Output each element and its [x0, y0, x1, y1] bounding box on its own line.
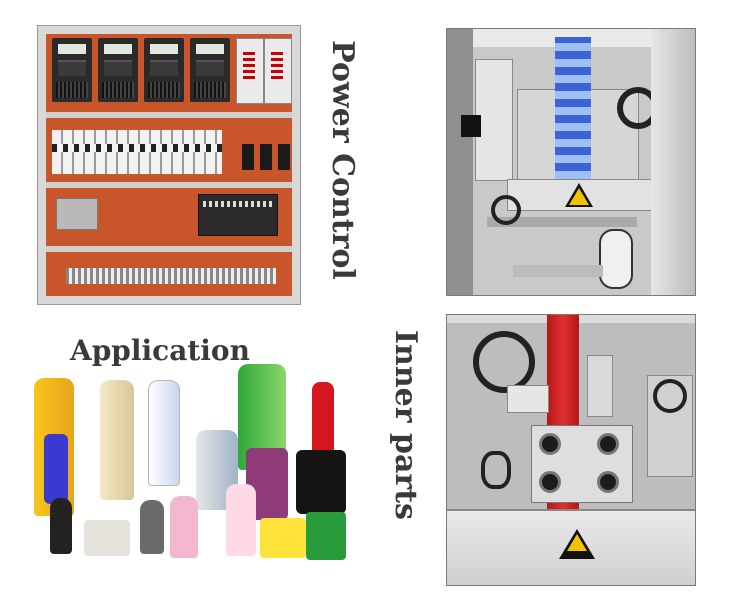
- tin-can: [84, 520, 130, 556]
- servo-driver-1: [236, 38, 264, 104]
- inverter-2: [98, 38, 138, 102]
- mounting-board: [46, 34, 292, 296]
- din-rail: [46, 182, 292, 188]
- black-cup: [296, 450, 346, 514]
- inverter-4: [190, 38, 230, 102]
- black-bottle: [50, 498, 72, 554]
- relay: [242, 144, 254, 170]
- machine-photo-top: [446, 28, 696, 296]
- breaker-row: [52, 130, 222, 174]
- plc-unit: [198, 194, 278, 236]
- inner-parts-photo: [446, 314, 696, 586]
- roller: [597, 433, 619, 455]
- bottle-graphic: [44, 434, 68, 504]
- servo-driver-2: [264, 38, 292, 104]
- din-rail: [46, 246, 292, 252]
- din-rail: [46, 112, 292, 118]
- roller: [539, 471, 561, 493]
- relay: [278, 144, 290, 170]
- baby-bottle: [226, 484, 256, 556]
- roller: [597, 471, 619, 493]
- warning-sign-icon: [565, 183, 593, 207]
- inner-parts-label: Inner parts: [388, 330, 423, 520]
- application-label: Application: [70, 334, 250, 367]
- electric-hazard-icon: [559, 529, 595, 559]
- green-cup: [306, 512, 346, 560]
- inverter-1: [52, 38, 92, 102]
- small-bottle: [140, 500, 164, 554]
- power-control-label: Power Control: [325, 40, 360, 280]
- yellow-cup: [260, 518, 306, 558]
- relay: [260, 144, 272, 170]
- top-handwheel: [473, 331, 535, 393]
- cream-bottle: [100, 380, 134, 500]
- terminal-strip: [66, 268, 276, 284]
- white-blue-bottle: [148, 380, 180, 486]
- roller: [539, 433, 561, 455]
- application-products-photo: [30, 364, 360, 560]
- inverter-3: [144, 38, 184, 102]
- pink-bottle: [170, 496, 198, 558]
- power-supply: [56, 198, 98, 230]
- power-control-photo: [37, 25, 301, 305]
